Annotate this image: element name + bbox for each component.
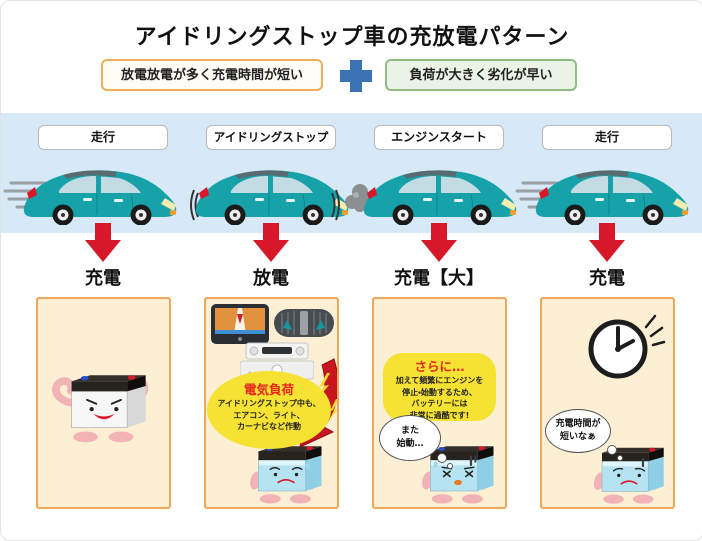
harsh-callout: さらに… 加えて頻繁にエンジンを 停止・始動するため、 バッテリーには 非常に過…	[383, 353, 496, 421]
shock-lines-icon	[644, 314, 666, 347]
vibration-icon	[190, 189, 199, 221]
down-arrow-icon	[589, 223, 625, 262]
electric-load-bubble: 電気負荷 アイドリングストップ中も、 エアコン、ライト、 カーナビなど作動	[207, 371, 331, 449]
panel-driving-charge-short: 充電時間が 短いなぁ	[540, 297, 675, 509]
car-audio-icon	[240, 342, 314, 380]
result-label-charge-large: 充電【大】	[394, 268, 484, 289]
result-label-charge-1: 充電	[85, 268, 121, 289]
down-arrow-icon	[85, 223, 121, 262]
result-label-discharge: 放電	[253, 268, 289, 289]
electric-load-body: アイドリングストップ中も、 エアコン、ライト、 カーナビなど作動	[217, 399, 321, 432]
badge-discharge-short-charge: 放電放電が多く充電時間が短い	[101, 59, 323, 91]
car-idling-stop-icon	[191, 167, 351, 225]
page-title: アイドリングストップ車の充放電パターン	[134, 25, 570, 50]
car-driving-icon	[19, 167, 179, 225]
badge-high-load: 負荷が大きく劣化が早い	[385, 59, 577, 91]
battery-happy-icon	[52, 375, 149, 443]
battery-sad-icon	[593, 447, 664, 504]
car-navigation-icon	[211, 304, 269, 344]
battery-distressed-icon	[422, 446, 494, 504]
car-engine-start-icon	[359, 167, 519, 225]
phase-box-driving-1: 走行	[38, 125, 168, 150]
down-arrow-icon	[253, 223, 289, 262]
panel-engine-start-charge: さらに… 加えて頻繁にエンジンを 停止・始動するため、 バッテリーには 非常に過…	[372, 297, 507, 509]
electric-load-title: 電気負荷	[243, 382, 294, 397]
thought-bubble-short-charge: 充電時間が 短いなぁ	[545, 409, 623, 461]
panel-idling-discharge: 電気負荷 アイドリングストップ中も、 エアコン、ライト、 カーナビなど作動	[204, 297, 339, 509]
thought-bubble-restart: また 始動…	[379, 415, 453, 469]
plus-icon	[340, 60, 372, 92]
panel-driving-charge	[36, 297, 171, 509]
clock-icon	[588, 314, 666, 379]
vibration-icon	[331, 189, 340, 221]
harsh-callout-title: さらに…	[414, 359, 465, 374]
car-driving-icon	[531, 167, 691, 225]
battery-worried-icon	[250, 446, 322, 504]
harsh-callout-body: 加えて頻繁にエンジンを 停止・始動するため、 バッテリーには 非常に過酷です!	[395, 376, 484, 420]
phase-box-idling-stop: アイドリングストップ	[206, 125, 336, 150]
phase-box-driving-2: 走行	[542, 125, 672, 150]
phase-box-engine-start: エンジンスタート	[374, 125, 504, 150]
result-label-charge-2: 充電	[589, 268, 625, 289]
down-arrow-icon	[421, 223, 457, 262]
ac-vent-icon	[274, 309, 334, 337]
